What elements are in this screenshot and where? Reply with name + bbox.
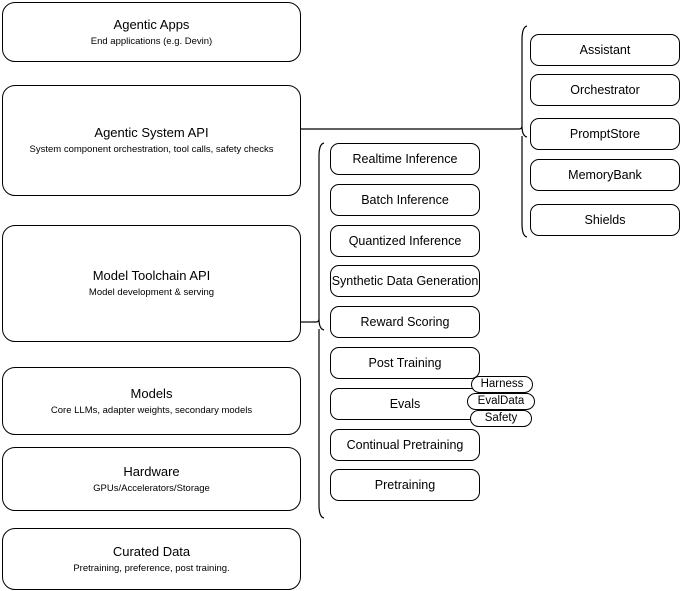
badge-label: Safety [484,412,518,424]
layer-agentic-system-api[interactable]: Agentic System API System component orch… [2,85,301,196]
layer-title: Curated Data [112,543,191,559]
layer-subtitle: Pretraining, preference, post training. [73,562,230,574]
chip-post-training[interactable]: Post Training [330,347,480,379]
chip-label: Shields [584,213,626,227]
chip-batch-inference[interactable]: Batch Inference [330,184,480,216]
chip-label: Pretraining [374,478,436,492]
layer-models[interactable]: Models Core LLMs, adapter weights, secon… [2,367,301,435]
chip-label: Synthetic Data Generation [331,274,479,288]
chip-quantized-inference[interactable]: Quantized Inference [330,225,480,257]
layer-model-toolchain-api[interactable]: Model Toolchain API Model development & … [2,225,301,342]
layer-subtitle: System component orchestration, tool cal… [29,144,274,155]
layer-agentic-apps[interactable]: Agentic Apps End applications (e.g. Devi… [2,2,301,62]
chip-continual-pretraining[interactable]: Continual Pretraining [330,429,480,461]
chip-label: PromptStore [569,127,641,141]
badge-label: Harness [480,378,524,390]
layer-subtitle: End applications (e.g. Devin) [90,35,213,47]
chip-pretraining[interactable]: Pretraining [330,469,480,501]
chip-synthetic-data-generation[interactable]: Synthetic Data Generation [330,265,480,297]
chip-label: Assistant [579,43,631,57]
chip-shields[interactable]: Shields [530,204,680,236]
curly-brace-system-components [516,25,528,238]
layer-curated-data[interactable]: Curated Data Pretraining, preference, po… [2,528,301,590]
layer-title: Agentic Apps [113,16,190,32]
curly-brace-toolchain-components [313,142,325,519]
chip-evals[interactable]: Evals [330,388,480,420]
badge-label: EvalData [477,395,525,407]
chip-label: Batch Inference [361,193,449,207]
layer-subtitle: GPUs/Accelerators/Storage [93,482,210,494]
chip-assistant[interactable]: Assistant [530,34,680,66]
layer-title: Hardware [123,463,180,479]
chip-label: Continual Pretraining [346,438,464,452]
chip-label: Orchestrator [570,83,640,97]
layer-hardware[interactable]: Hardware GPUs/Accelerators/Storage [2,447,301,511]
badge-evaldata[interactable]: EvalData [467,393,535,410]
badge-safety[interactable]: Safety [470,410,532,427]
layer-title: Agentic System API [94,125,209,140]
chip-label: Realtime Inference [352,152,458,166]
layer-title: Models [130,385,173,401]
chip-label: Evals [389,397,421,411]
chip-orchestrator[interactable]: Orchestrator [530,74,680,106]
chip-label: MemoryBank [568,168,642,182]
chip-label: Quantized Inference [348,234,462,248]
chip-reward-scoring[interactable]: Reward Scoring [330,306,480,338]
layer-subtitle: Core LLMs, adapter weights, secondary mo… [50,404,253,416]
badge-harness[interactable]: Harness [471,376,533,393]
chip-memorybank[interactable]: MemoryBank [530,159,680,191]
layer-subtitle: Model development & serving [88,287,215,298]
chip-promptstore[interactable]: PromptStore [530,118,680,150]
chip-label: Post Training [368,356,442,370]
layer-title: Model Toolchain API [92,268,211,283]
chip-realtime-inference[interactable]: Realtime Inference [330,143,480,175]
chip-label: Reward Scoring [360,315,450,329]
